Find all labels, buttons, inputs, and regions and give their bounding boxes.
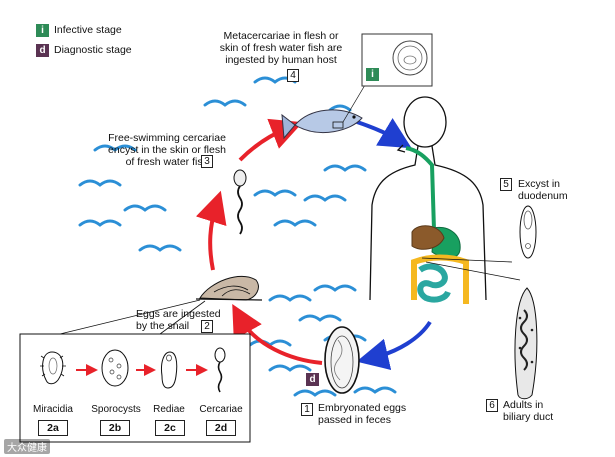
snail-icon — [195, 275, 263, 301]
step-3-number: 3 — [198, 155, 213, 168]
arrow-eggs-to-snail — [232, 304, 323, 365]
step-4-text: Metacercariae in flesh or skin of fresh … — [219, 30, 343, 66]
cercaria-icon — [233, 169, 247, 235]
miracidium-icon — [40, 351, 66, 385]
pointer-biliary — [425, 261, 521, 281]
step-5-text: Excyst in duodenum — [518, 178, 568, 202]
step-6-text: Adults in biliary duct — [503, 399, 554, 423]
legend-infective-badge: i — [36, 24, 49, 37]
excysted-larva-icon — [519, 205, 537, 259]
sporocyst-icon — [101, 349, 129, 387]
step-6-number: 6 — [483, 399, 498, 412]
stage-2d-label: Cercariae — [199, 404, 243, 415]
step-1-number: 1 — [298, 403, 313, 416]
step-5-number: 5 — [497, 178, 512, 191]
egg-diagnostic-badge: d — [306, 373, 319, 386]
pointer-snail-panel-b — [159, 300, 206, 335]
stage-2b-label: Sporocysts — [91, 404, 141, 415]
embryonated-egg-icon — [324, 326, 360, 394]
redia-icon — [161, 351, 178, 389]
small-intestine — [417, 263, 451, 303]
watermark: 大众健康 — [4, 439, 50, 454]
step-3-text: Free-swimming cercariae encyst in the sk… — [108, 132, 226, 168]
pointer-snail-panel-a — [59, 299, 201, 335]
pointer-duodenum — [421, 257, 513, 263]
step-2-text: Eggs are ingested by the snail — [136, 308, 221, 332]
metacercaria-infective-badge: i — [366, 68, 379, 81]
step-2-number: 2 — [198, 320, 213, 333]
stage-2a-label: Miracidia — [32, 404, 73, 415]
legend-diagnostic-label: Diagnostic stage — [54, 44, 132, 56]
adult-fluke-icon — [514, 287, 538, 400]
snail-cercaria-icon — [214, 347, 226, 393]
arrow-human-to-eggs — [356, 320, 432, 370]
step-1-text: Embryonated eggs passed in feces — [318, 402, 407, 426]
stage-2c-number: 2c — [155, 420, 185, 436]
legend-diagnostic-badge: d — [36, 44, 49, 57]
stage-2a-number: 2a — [38, 420, 68, 436]
human-figure — [369, 96, 487, 301]
large-intestine — [411, 254, 469, 304]
arrow-fish-to-human — [356, 118, 412, 149]
fish-icon — [281, 84, 366, 140]
step-4-number: 4 — [284, 69, 299, 82]
arrow-snail-to-cercariae — [195, 190, 227, 271]
legend-infective-label: Infective stage — [54, 24, 122, 36]
arrow-cercariae-to-fish — [238, 118, 303, 162]
stage-2b-number: 2b — [100, 420, 130, 436]
stage-2c-label: Rediae — [153, 404, 185, 415]
esophagus — [405, 146, 436, 231]
liver — [411, 225, 445, 250]
stage-2d-number: 2d — [206, 420, 236, 436]
